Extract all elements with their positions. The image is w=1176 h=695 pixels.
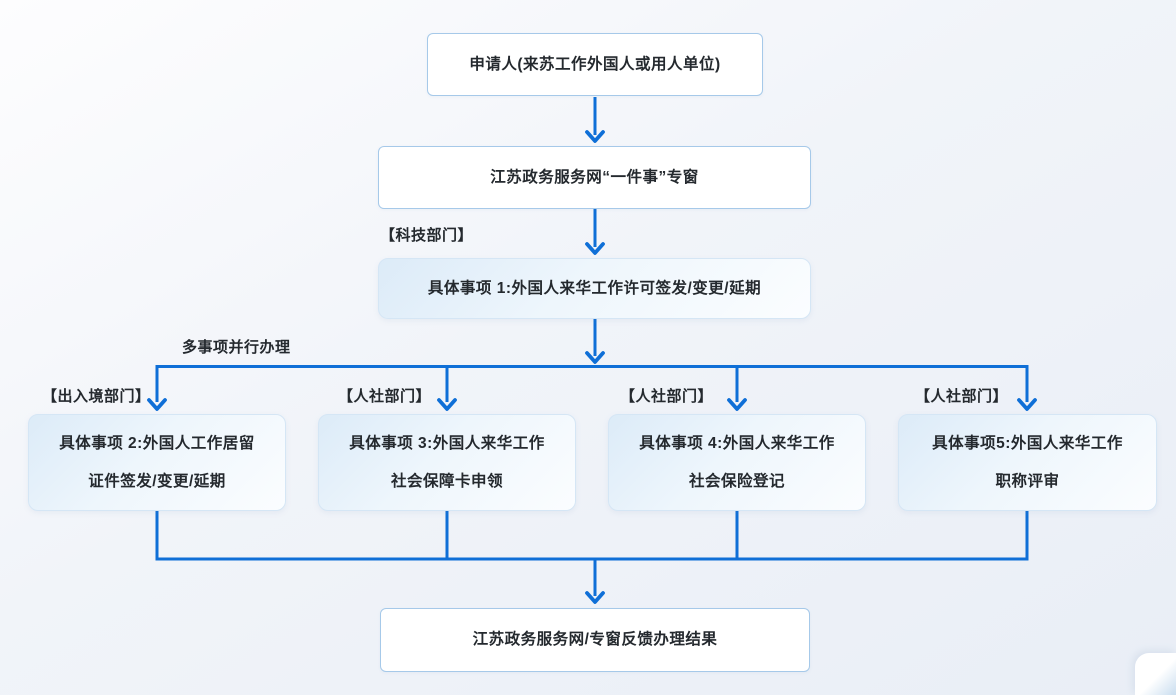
node-item5-line1: 具体事项5:外国人来华工作 — [932, 434, 1123, 452]
node-item3: 具体事项 3:外国人来华工作 社会保障卡申领 — [318, 414, 576, 511]
label-dept-hr1: 【人社部门】 — [338, 388, 432, 405]
label-dept-hr3: 【人社部门】 — [915, 388, 1009, 405]
node-item4-line2: 社会保险登记 — [688, 472, 785, 490]
label-parallel-note: 多事项并行办理 — [182, 339, 291, 356]
node-item3-line1: 具体事项 3:外国人来华工作 — [349, 434, 545, 452]
node-applicant: 申请人(来苏工作外国人或用人单位) — [427, 33, 763, 96]
node-item5: 具体事项5:外国人来华工作 职称评审 — [898, 414, 1157, 511]
label-dept-exit-entry: 【出入境部门】 — [42, 388, 151, 405]
node-item2: 具体事项 2:外国人工作居留 证件签发/变更/延期 — [28, 414, 286, 511]
node-portal: 江苏政务服务网“一件事”专窗 — [378, 146, 811, 209]
node-item1-label: 具体事项 1:外国人来华工作许可签发/变更/延期 — [427, 279, 762, 297]
node-item2-line2: 证件签发/变更/延期 — [88, 472, 226, 490]
corner-widget[interactable] — [1135, 653, 1176, 695]
node-item3-line2: 社会保障卡申领 — [390, 472, 503, 490]
node-result-label: 江苏政务服务网/专窗反馈办理结果 — [472, 631, 718, 648]
node-item5-line2: 职称评审 — [995, 472, 1060, 490]
node-portal-label: 江苏政务服务网“一件事”专窗 — [490, 168, 699, 186]
label-dept-hr2: 【人社部门】 — [620, 388, 714, 405]
node-applicant-label: 申请人(来苏工作外国人或用人单位) — [469, 55, 721, 73]
node-item4: 具体事项 4:外国人来华工作 社会保险登记 — [608, 414, 866, 511]
node-item1: 具体事项 1:外国人来华工作许可签发/变更/延期 — [378, 258, 811, 319]
node-item4-line1: 具体事项 4:外国人来华工作 — [639, 434, 835, 452]
node-item2-line1: 具体事项 2:外国人工作居留 — [59, 434, 255, 452]
label-tech-dept: 【科技部门】 — [380, 227, 474, 244]
node-result: 江苏政务服务网/专窗反馈办理结果 — [380, 608, 810, 672]
corner-widget-art — [1135, 653, 1176, 695]
